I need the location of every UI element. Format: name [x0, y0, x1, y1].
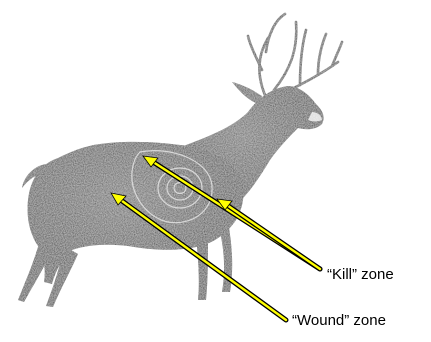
- deer-silhouette: [18, 14, 342, 307]
- deer-ear: [232, 82, 262, 104]
- kill-zone-label: “Kill” zone: [327, 266, 394, 283]
- deer-eye: [293, 99, 299, 105]
- kill-zone-arrow: [217, 199, 320, 269]
- deer-front-leg: [196, 236, 208, 300]
- wound-zone-label: “Wound” zone: [292, 312, 386, 329]
